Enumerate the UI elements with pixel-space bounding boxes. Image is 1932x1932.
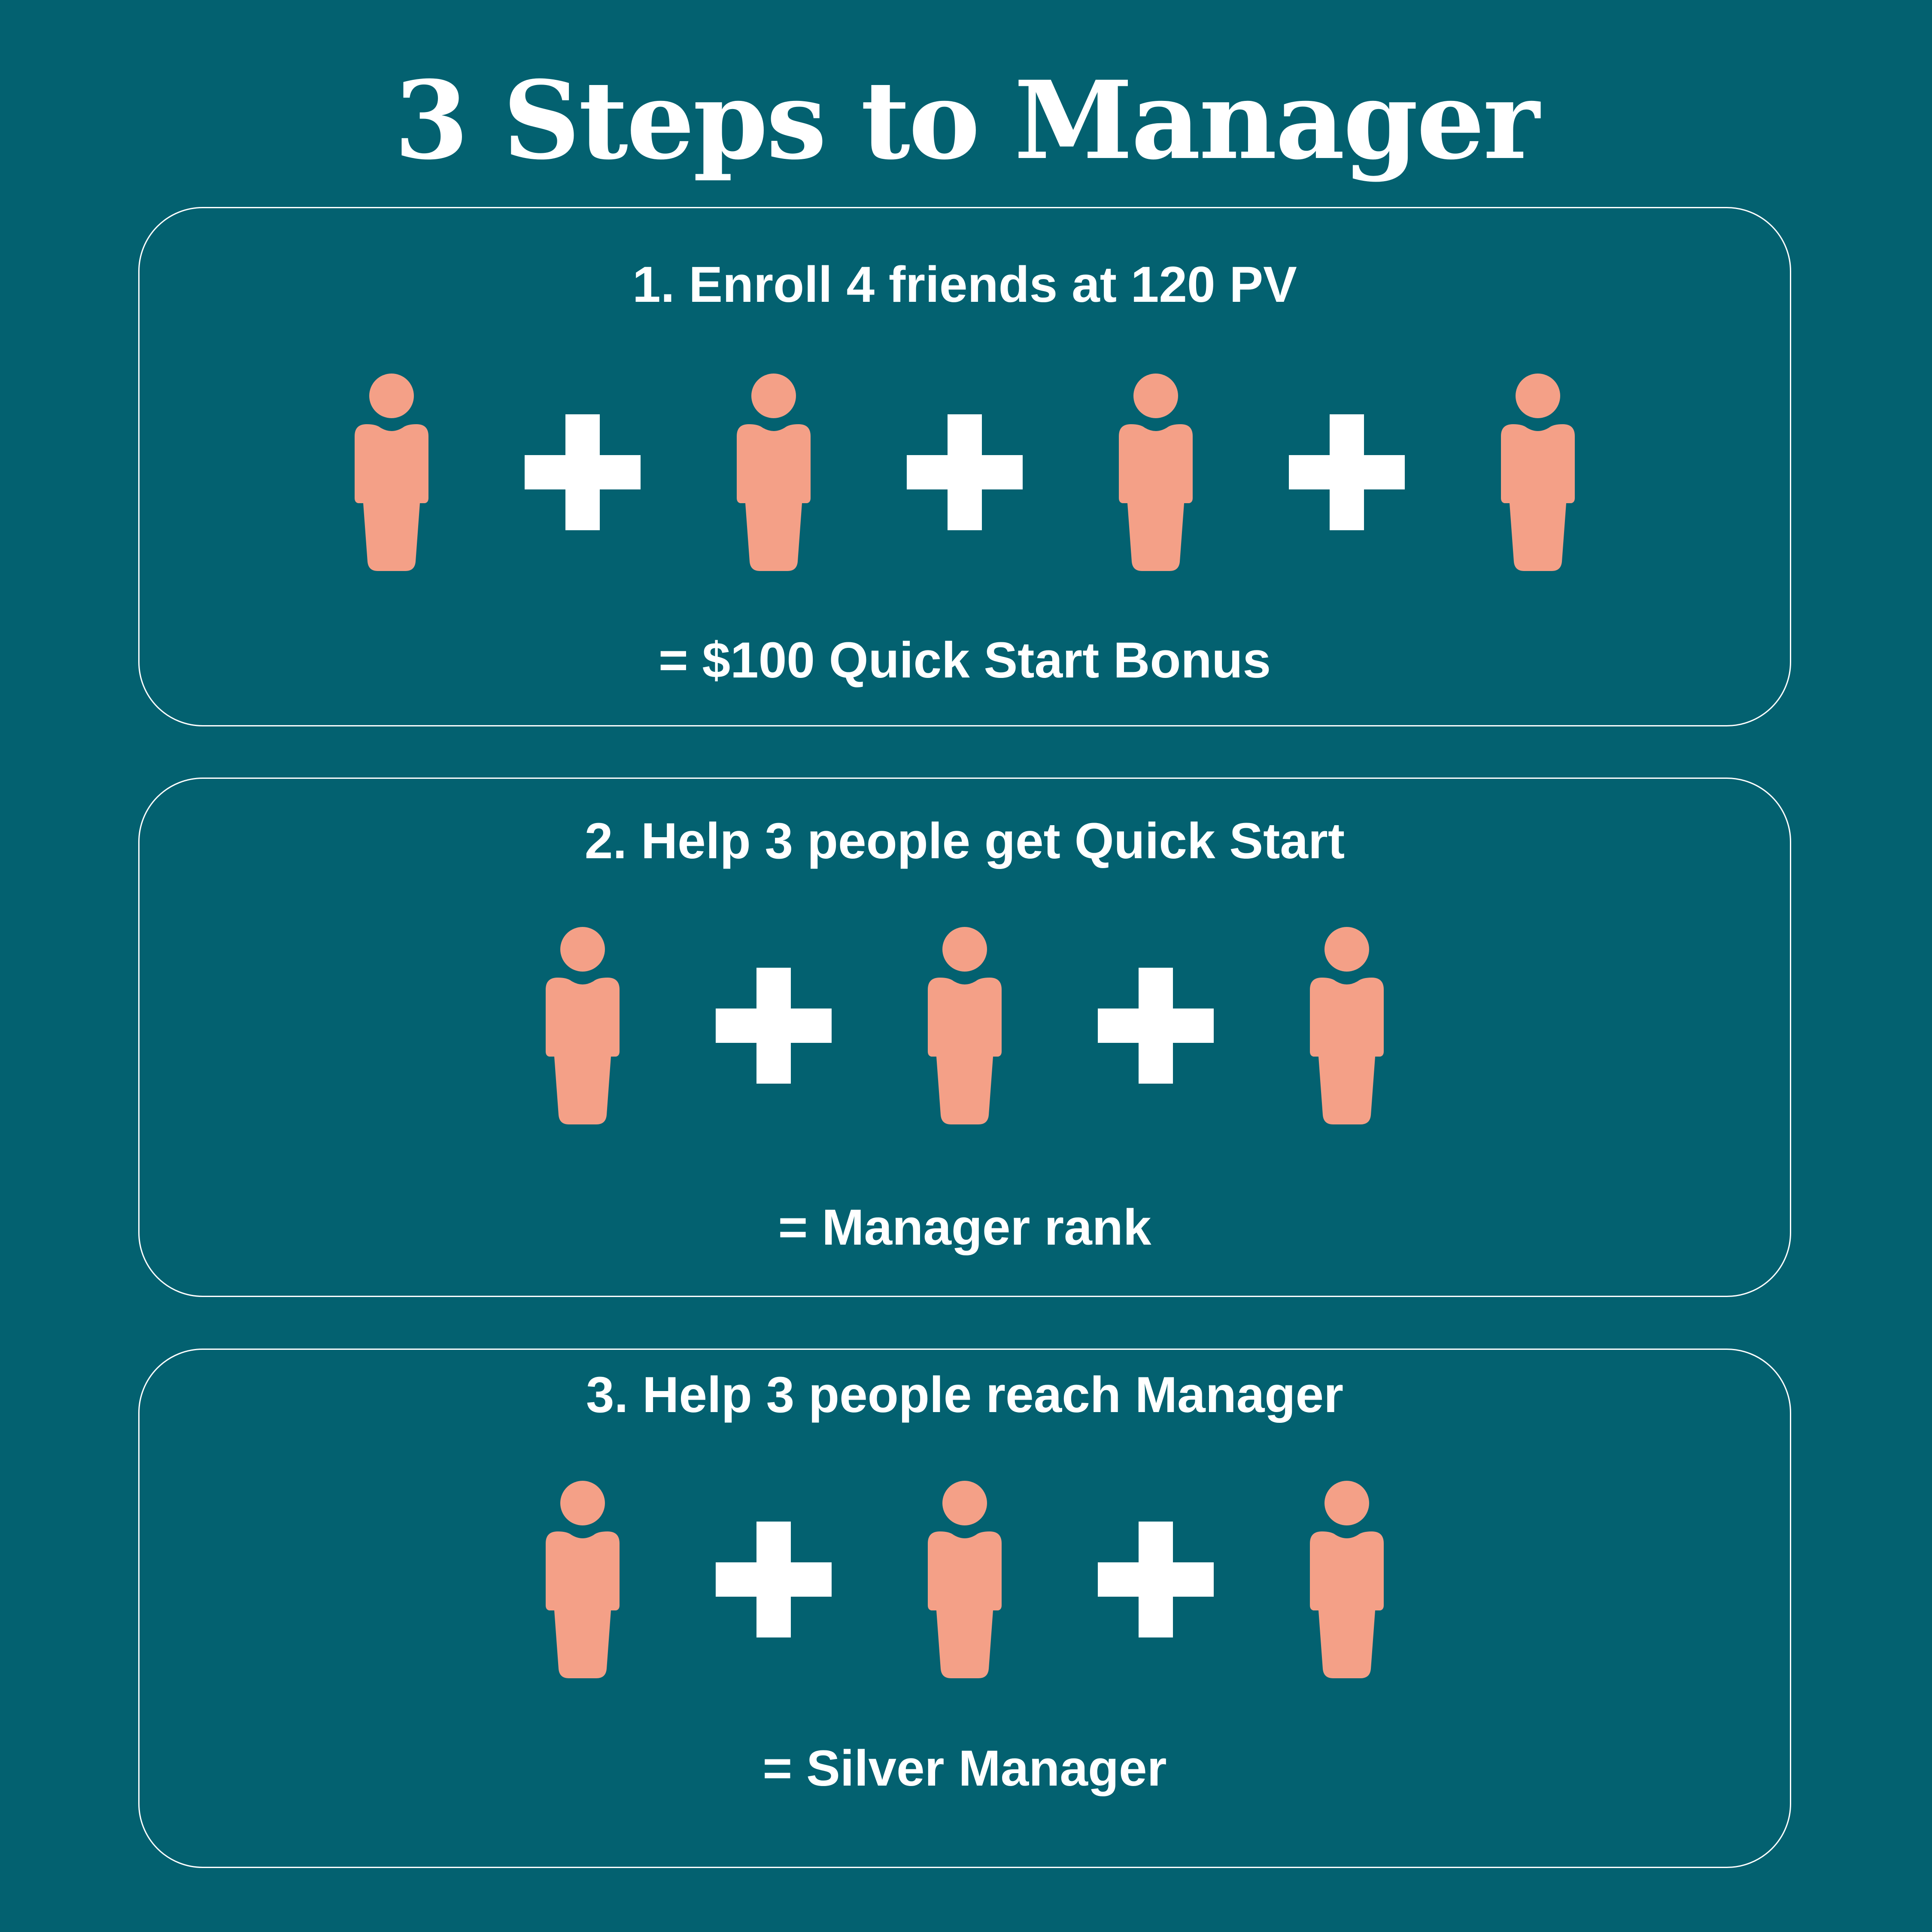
step-1-title: 1. Enroll 4 friends at 120 PV [632,256,1297,313]
person-icon [1310,1481,1384,1678]
person-icon [546,927,620,1124]
plus-icon [716,1522,832,1637]
step-2-result: = Manager rank [778,1199,1151,1256]
person-icon [546,1481,620,1678]
step-1-result: = $100 Quick Start Bonus [658,632,1271,689]
step-3-title: 3. Help 3 people reach Manager [586,1367,1344,1423]
person-icon [737,374,811,571]
plus-icon [1098,1522,1214,1637]
step-card-1: 1. Enroll 4 friends at 120 PV = $100 Qui… [138,207,1791,726]
plus-icon [716,968,832,1084]
person-icon [928,1481,1002,1678]
step-card-3: 3. Help 3 people reach Manager = Silver … [138,1349,1791,1868]
person-icon [355,374,428,571]
step-3-people-row [140,1481,1790,1678]
person-icon [1310,927,1384,1124]
plus-icon [1098,968,1214,1084]
page-title: 3 Steps to Manager [394,57,1540,183]
person-icon [1119,374,1193,571]
step-card-2: 2. Help 3 people get Quick Start = Manag… [138,778,1791,1297]
step-2-people-row [140,927,1790,1124]
step-3-result: = Silver Manager [762,1740,1167,1797]
step-1-people-row [140,374,1790,571]
person-icon [928,927,1002,1124]
plus-icon [1289,414,1405,530]
plus-icon [907,414,1023,530]
person-icon [1501,374,1575,571]
plus-icon [525,414,641,530]
step-2-title: 2. Help 3 people get Quick Start [584,813,1345,869]
